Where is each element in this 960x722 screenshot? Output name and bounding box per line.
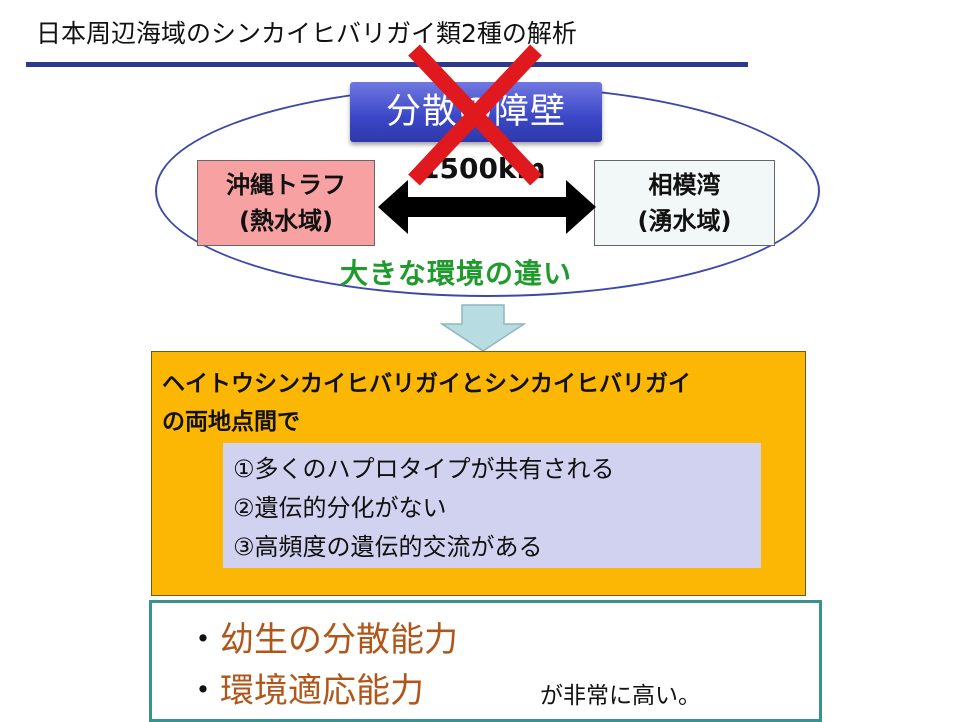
bullet-mark: ・: [186, 671, 220, 711]
double-headed-arrow-icon: [378, 180, 596, 234]
larval-dispersal-text: 幼生の分散能力: [220, 620, 458, 660]
red-x-icon: [408, 44, 542, 186]
finding-item: ①多くのハプロタイプが共有される: [233, 455, 615, 483]
slide-title: 日本周辺海域のシンカイヒバリガイ類2種の解析: [36, 19, 577, 48]
result-heading-line2: の両地点間で: [162, 409, 300, 435]
sagami-bay-name: 相模湾: [648, 171, 721, 199]
finding-item: ③高頻度の遺伝的交流がある: [233, 533, 543, 561]
conclusion-tail: が非常に高い。: [540, 683, 701, 709]
environment-difference-text: 大きな環境の違い: [340, 257, 573, 290]
sagami-bay-box: 相模湾 (湧水域): [594, 160, 775, 246]
sagami-bay-type: (湧水域): [637, 207, 732, 235]
okinawa-trough-name: 沖縄トラフ: [226, 171, 346, 199]
findings-box: [223, 443, 761, 568]
bullet-mark: ・: [186, 620, 220, 660]
down-arrow-icon: [440, 304, 526, 352]
result-heading-line1: ヘイトウシンカイヒバリガイとシンカイヒバリガイ: [162, 371, 691, 397]
conclusion-box: [149, 600, 822, 722]
conclusion-item-1: ・幼生の分散能力: [186, 612, 458, 661]
result-heading: ヘイトウシンカイヒバリガイとシンカイヒバリガイ の両地点間で: [162, 365, 802, 441]
finding-item: ②遺伝的分化がない: [233, 494, 447, 522]
okinawa-trough-type: (熱水域): [239, 207, 333, 235]
okinawa-trough-box: 沖縄トラフ (熱水域): [197, 160, 375, 246]
title-underline: [26, 62, 748, 67]
conclusion-item-2: ・環境適応能力: [186, 663, 424, 712]
environmental-adaptation-text: 環境適応能力: [220, 671, 424, 711]
